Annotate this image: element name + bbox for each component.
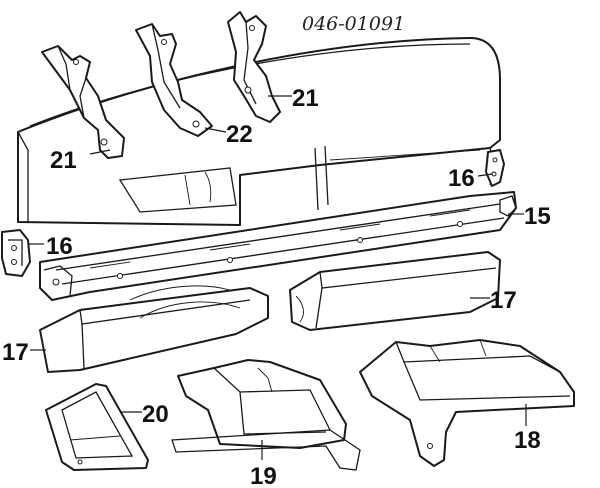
callout-19: 19 [250, 463, 277, 488]
callout-21-right: 21 [292, 85, 319, 112]
panel-20 [45, 383, 149, 471]
callout-21-left: 21 [50, 147, 77, 174]
dashboard-panel [17, 37, 501, 226]
bracket-21-left [41, 45, 125, 159]
callout-20: 20 [142, 401, 169, 428]
air-duct-17-right [289, 251, 501, 331]
leader-21-left [89, 149, 111, 155]
callout-15: 15 [524, 203, 551, 230]
reinforcement-beam-15 [39, 191, 517, 301]
bracket-22 [135, 23, 213, 137]
reference-code: 046-01091 [302, 13, 405, 35]
bracket-16-right [485, 149, 505, 187]
callout-22: 22 [226, 121, 253, 148]
leader-lines [28, 95, 527, 460]
callout-16-left: 16 [46, 233, 73, 260]
leader-16-right [477, 173, 493, 177]
callout-16-right: 16 [448, 165, 475, 192]
panel-19 [171, 359, 361, 471]
callout-17-left: 17 [2, 339, 29, 366]
bracket-16-left [1, 229, 31, 277]
air-duct-17-left [39, 285, 269, 373]
panel-18 [359, 339, 575, 467]
bracket-21-right [227, 11, 281, 123]
leader-22 [204, 127, 227, 133]
callout-18: 18 [514, 427, 541, 454]
callout-17-right: 17 [490, 287, 517, 314]
